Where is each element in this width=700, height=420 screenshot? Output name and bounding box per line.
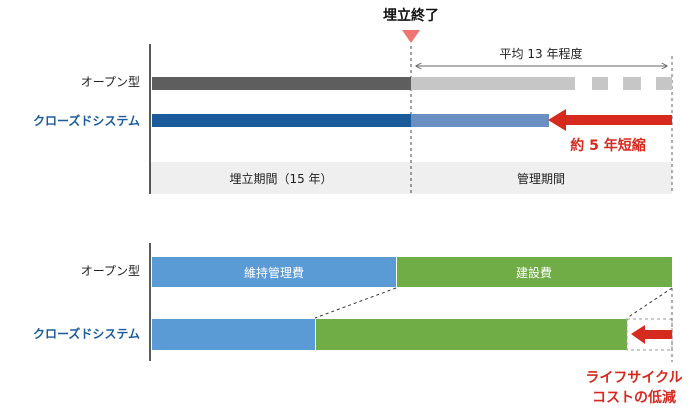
open-management-dash	[592, 77, 608, 90]
segment-maintenance-label: 維持管理費	[244, 265, 304, 280]
lifecycle-note-line2: コストの低減	[592, 389, 676, 406]
lifecycle-note-line1: ライフサイクル	[585, 370, 682, 386]
open-maintenance-segment	[152, 257, 396, 287]
open-management-dash	[623, 77, 641, 90]
bottom-row-closed-label: クローズドシステム	[33, 326, 140, 341]
reduction-arrow-icon	[548, 109, 672, 131]
connector-line	[626, 287, 673, 319]
top-row-closed-label: クローズドシステム	[33, 113, 140, 128]
segment-construction-label: 建設費	[516, 265, 552, 280]
top-row-open-label: オープン型	[81, 75, 140, 89]
open-management-dash	[656, 77, 672, 90]
open-construction-segment	[397, 257, 672, 287]
closed-management-bar	[411, 114, 549, 127]
open-landfill-bar	[152, 77, 411, 90]
closed-maintenance-segment	[152, 319, 315, 350]
cost-reduction-arrow-icon	[631, 325, 672, 344]
landfill-end-marker-icon	[402, 30, 420, 43]
connector-line	[314, 287, 397, 319]
phase-management-label: 管理期間	[517, 171, 565, 186]
landfill-end-label: 埋立終了	[383, 7, 439, 24]
closed-construction-segment	[316, 319, 627, 350]
phase-landfill-label: 埋立期間（15 年）	[229, 171, 332, 186]
closed-landfill-bar	[152, 114, 411, 127]
reduction-label: 約 5 年短縮	[570, 137, 646, 154]
period-label: 平均 13 年程度	[500, 46, 583, 61]
bottom-row-open-label: オープン型	[81, 264, 140, 278]
open-management-bar	[411, 77, 575, 90]
